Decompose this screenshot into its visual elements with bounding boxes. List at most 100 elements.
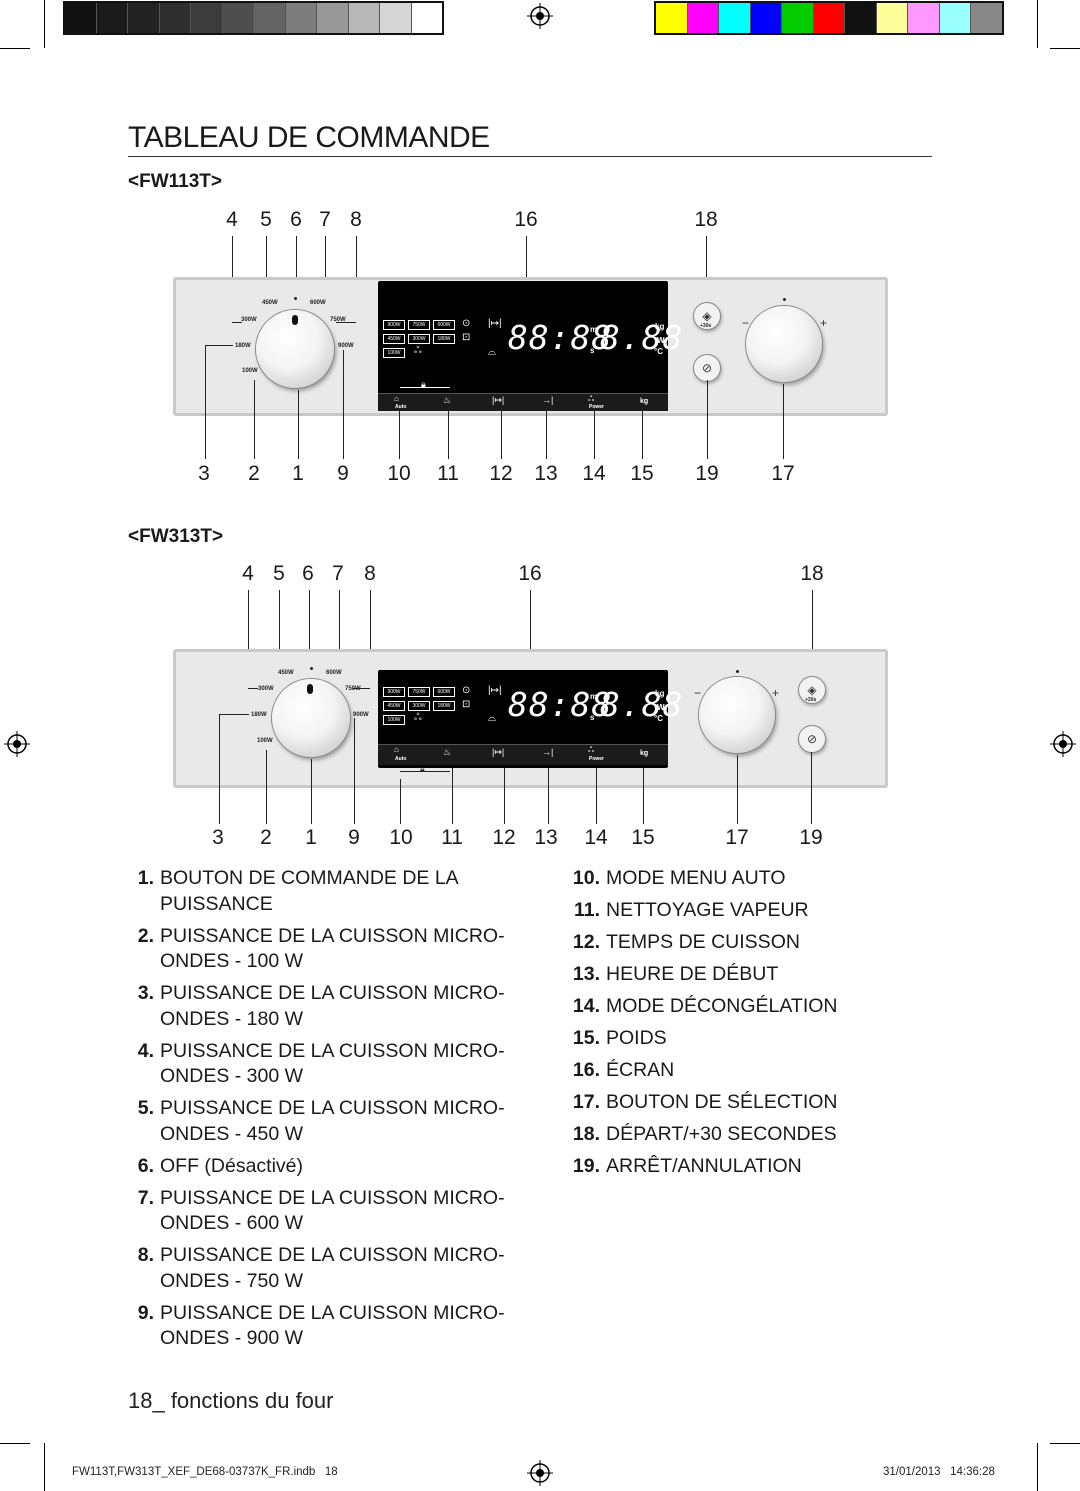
auto-menu-button[interactable]: ⌂ (394, 745, 399, 754)
cook-time-icon: |↦| (488, 685, 502, 696)
callout-number: 2 (248, 462, 260, 485)
color-swatch (845, 3, 877, 33)
power-pill: 180W (433, 334, 455, 344)
defrost-button[interactable]: ஃ (588, 394, 595, 403)
color-swatch (159, 3, 191, 33)
steam-clean-button[interactable]: ♨ (443, 395, 452, 405)
callout-number: 6 (302, 562, 314, 585)
legend-item: 10.MODE MENU AUTO (570, 866, 870, 892)
legend-item-number: 2. (137, 924, 154, 947)
leader-line (737, 755, 738, 824)
steam-icon: ⌓ (488, 713, 496, 724)
start-time-button[interactable]: →| (542, 395, 554, 405)
legend-item: 14.MODE DÉCONGÉLATION (570, 994, 870, 1020)
leader-line (205, 345, 233, 346)
legend-item-number: 18. (572, 1123, 600, 1145)
selection-knob[interactable] (746, 306, 822, 382)
off-dot (294, 297, 297, 300)
display-screen (378, 281, 668, 411)
defrost-button[interactable]: ஃ (588, 745, 595, 754)
start-plus30-label: +30s (700, 323, 712, 329)
callout-number: 1 (292, 462, 304, 485)
legend-item-number: 8. (137, 1244, 154, 1266)
legend-item: 11.NETTOYAGE VAPEUR (570, 898, 870, 924)
auto-label: Auto (395, 756, 407, 762)
leader-line (266, 236, 267, 298)
leader-line (370, 590, 371, 688)
color-swatch (65, 3, 97, 33)
legend-item-number: 14. (572, 995, 600, 1017)
stop-cancel-button[interactable]: ⊘ (798, 725, 826, 753)
power-pill: 600W (433, 687, 455, 697)
color-swatch (96, 3, 128, 33)
leader-line (232, 322, 242, 323)
start-button[interactable]: ◈ (798, 676, 826, 704)
legend-item-text: PUISSANCE DE LA CUISSON MICRO-ONDES - 10… (160, 924, 505, 973)
legend-item-number: 15. (572, 1027, 600, 1049)
legend-item: 12.TEMPS DE CUISSON (570, 930, 870, 956)
unit-minutes: m (590, 692, 598, 701)
power-label: Power (589, 756, 605, 762)
start-time-button[interactable]: →| (542, 747, 554, 757)
leader-line (812, 590, 813, 676)
knob-label: 300W (241, 317, 257, 323)
weight-button[interactable]: kg (640, 750, 649, 757)
callout-number: 3 (212, 826, 224, 849)
power-pill: 300W (408, 334, 430, 344)
start-button[interactable]: ◈ (693, 302, 721, 330)
auto-menu-button[interactable]: ⌂ (394, 394, 399, 403)
power-pill: 100W (383, 348, 405, 358)
defrost-icon: ஃ (414, 345, 422, 356)
weight-button[interactable]: kg (640, 398, 649, 405)
callout-number: 17 (725, 826, 749, 849)
cook-time-icon: |↦| (488, 318, 502, 329)
legend-item: 1.BOUTON DE COMMANDE DE LA PUISSANCE (130, 866, 540, 917)
legend-item: 7.PUISSANCE DE LA CUISSON MICRO-ONDES - … (130, 1186, 540, 1237)
legend-item-text: PUISSANCE DE LA CUISSON MICRO-ONDES - 30… (160, 1039, 505, 1088)
leader-line (526, 236, 527, 280)
registration-mark-icon (527, 3, 553, 29)
legend-item-text: ARRÊT/ANNULATION (606, 1155, 802, 1177)
model-label-fw113t: <FW113T> (128, 171, 222, 192)
cook-time-button[interactable]: |↦| (492, 747, 505, 757)
knob-label: 750W (345, 686, 361, 692)
legend-item-text: DÉPART/+30 SECONDES (606, 1123, 837, 1145)
selection-knob[interactable] (699, 677, 775, 753)
callout-number: 9 (348, 826, 360, 849)
lock-bracket (400, 771, 450, 772)
color-swatch (687, 3, 719, 33)
color-swatch (128, 3, 160, 33)
stop-cancel-button[interactable]: ⊘ (693, 354, 721, 382)
steam-icon: ⌓ (488, 347, 496, 358)
legend-item: 15.POIDS (570, 1026, 870, 1052)
leader-line (309, 590, 310, 664)
crop-mark (0, 48, 30, 49)
legend-item-number: 7. (137, 1186, 154, 1209)
print-date: 31/01/2013 14:36:28 (883, 1466, 995, 1478)
cook-time-button[interactable]: |↦| (492, 395, 505, 405)
color-swatch (348, 3, 380, 33)
lock-icon: ⊡ (462, 332, 471, 343)
callout-number: 5 (260, 208, 272, 231)
callout-number: 11 (441, 826, 463, 849)
power-pill: 450W (383, 334, 405, 344)
legend-item: 18. DÉPART/+30 SECONDES (570, 1122, 870, 1148)
legend-item-text: ÉCRAN (606, 1059, 675, 1081)
defrost-icon: ஃ (414, 712, 422, 723)
leader-line (353, 688, 370, 689)
crop-mark (0, 1443, 30, 1444)
steam-clean-button[interactable]: ♨ (443, 747, 452, 757)
callout-number: 6 (290, 208, 302, 231)
unit-kg: kg (655, 322, 665, 331)
power-pill: 900W (383, 687, 405, 697)
crop-mark (1037, 0, 1038, 48)
leader-line (343, 350, 344, 459)
child-lock-icon: 🔒︎ (421, 379, 426, 389)
legend-item: 16.ÉCRAN (570, 1058, 870, 1084)
callout-number: 4 (242, 562, 254, 585)
callout-number: 8 (350, 208, 362, 231)
lock-icon: ⊡ (462, 699, 471, 710)
color-swatch (191, 3, 223, 33)
legend-item-number: 13. (572, 963, 600, 985)
registration-mark-icon (1050, 731, 1076, 757)
